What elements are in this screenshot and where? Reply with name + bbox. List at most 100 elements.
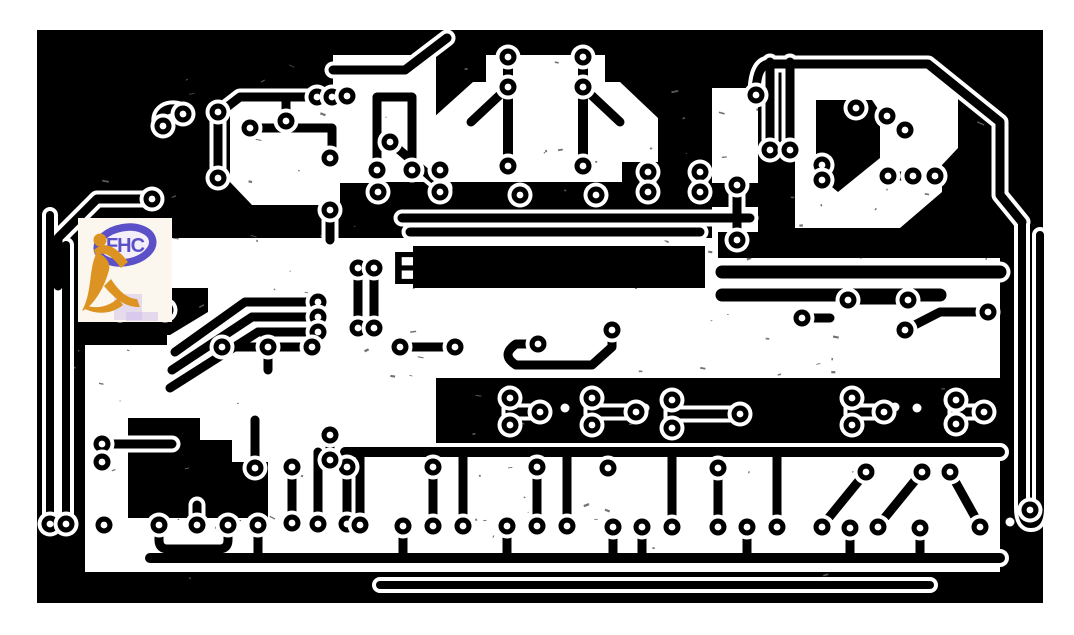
pad [390, 513, 416, 539]
pad [623, 399, 649, 425]
pad [875, 163, 901, 189]
pad [279, 454, 305, 480]
pad [427, 179, 453, 205]
pad [150, 113, 176, 139]
pad [743, 82, 769, 108]
pad [975, 299, 1001, 325]
pad [659, 387, 685, 413]
pad [420, 454, 446, 480]
pad [494, 513, 520, 539]
pad [361, 255, 387, 281]
pad [205, 99, 231, 125]
pad [874, 103, 900, 129]
pad [853, 459, 879, 485]
pad [909, 459, 935, 485]
pad [971, 399, 997, 425]
pad [757, 137, 783, 163]
pad [687, 179, 713, 205]
pad [1017, 497, 1043, 523]
pad [724, 227, 750, 253]
pad [215, 512, 241, 538]
pad [507, 182, 533, 208]
pad [317, 447, 343, 473]
annotation-group: E [392, 242, 705, 294]
pad [570, 153, 596, 179]
pad [399, 157, 425, 183]
pad [334, 83, 360, 109]
pad [524, 454, 550, 480]
pad [209, 334, 235, 360]
pad [629, 514, 655, 540]
logo-artifact [126, 312, 158, 321]
pad [659, 514, 685, 540]
pad [837, 515, 863, 541]
pad [895, 287, 921, 313]
pad [809, 167, 835, 193]
pad [387, 334, 413, 360]
pad [497, 385, 523, 411]
pad [705, 514, 731, 540]
pad [361, 315, 387, 341]
pad [554, 513, 580, 539]
pad [579, 412, 605, 438]
redaction-bar [413, 246, 705, 288]
pad [305, 319, 331, 345]
pad [764, 514, 790, 540]
pad [273, 108, 299, 134]
pad [299, 334, 325, 360]
pad [595, 455, 621, 481]
pad [687, 159, 713, 185]
pad [450, 513, 476, 539]
pad [89, 449, 115, 475]
pad [139, 186, 165, 212]
pad [937, 459, 963, 485]
pad [317, 197, 343, 223]
pad [900, 163, 926, 189]
pad [317, 145, 343, 171]
pad [843, 95, 869, 121]
pad [599, 317, 625, 343]
pad [377, 129, 403, 155]
logo-figure [82, 233, 140, 313]
pad [347, 512, 373, 538]
pad [184, 512, 210, 538]
pad [579, 385, 605, 411]
pad [495, 44, 521, 70]
pad [570, 74, 596, 100]
pad [495, 74, 521, 100]
pad [245, 512, 271, 538]
pad [242, 455, 268, 481]
pad [89, 431, 115, 457]
pad [53, 511, 79, 537]
pad [305, 511, 331, 537]
pad [892, 317, 918, 343]
pad [705, 455, 731, 481]
pad [943, 411, 969, 437]
pad [442, 334, 468, 360]
pad [525, 331, 551, 357]
pad [865, 514, 891, 540]
pad [967, 514, 993, 540]
pad [892, 117, 918, 143]
fhc-logo: FHC [78, 218, 172, 322]
pad [170, 101, 196, 127]
pad [570, 44, 596, 70]
pad [777, 137, 803, 163]
pad [279, 510, 305, 536]
pad [907, 515, 933, 541]
pad [839, 385, 865, 411]
pad [871, 399, 897, 425]
pad [527, 399, 553, 425]
pad [635, 179, 661, 205]
pad [922, 163, 948, 189]
pad [146, 512, 172, 538]
pad [524, 513, 550, 539]
pad [495, 153, 521, 179]
pad [364, 157, 390, 183]
pad [583, 182, 609, 208]
pad [809, 514, 835, 540]
pad [839, 412, 865, 438]
pad-layer [37, 44, 1043, 541]
